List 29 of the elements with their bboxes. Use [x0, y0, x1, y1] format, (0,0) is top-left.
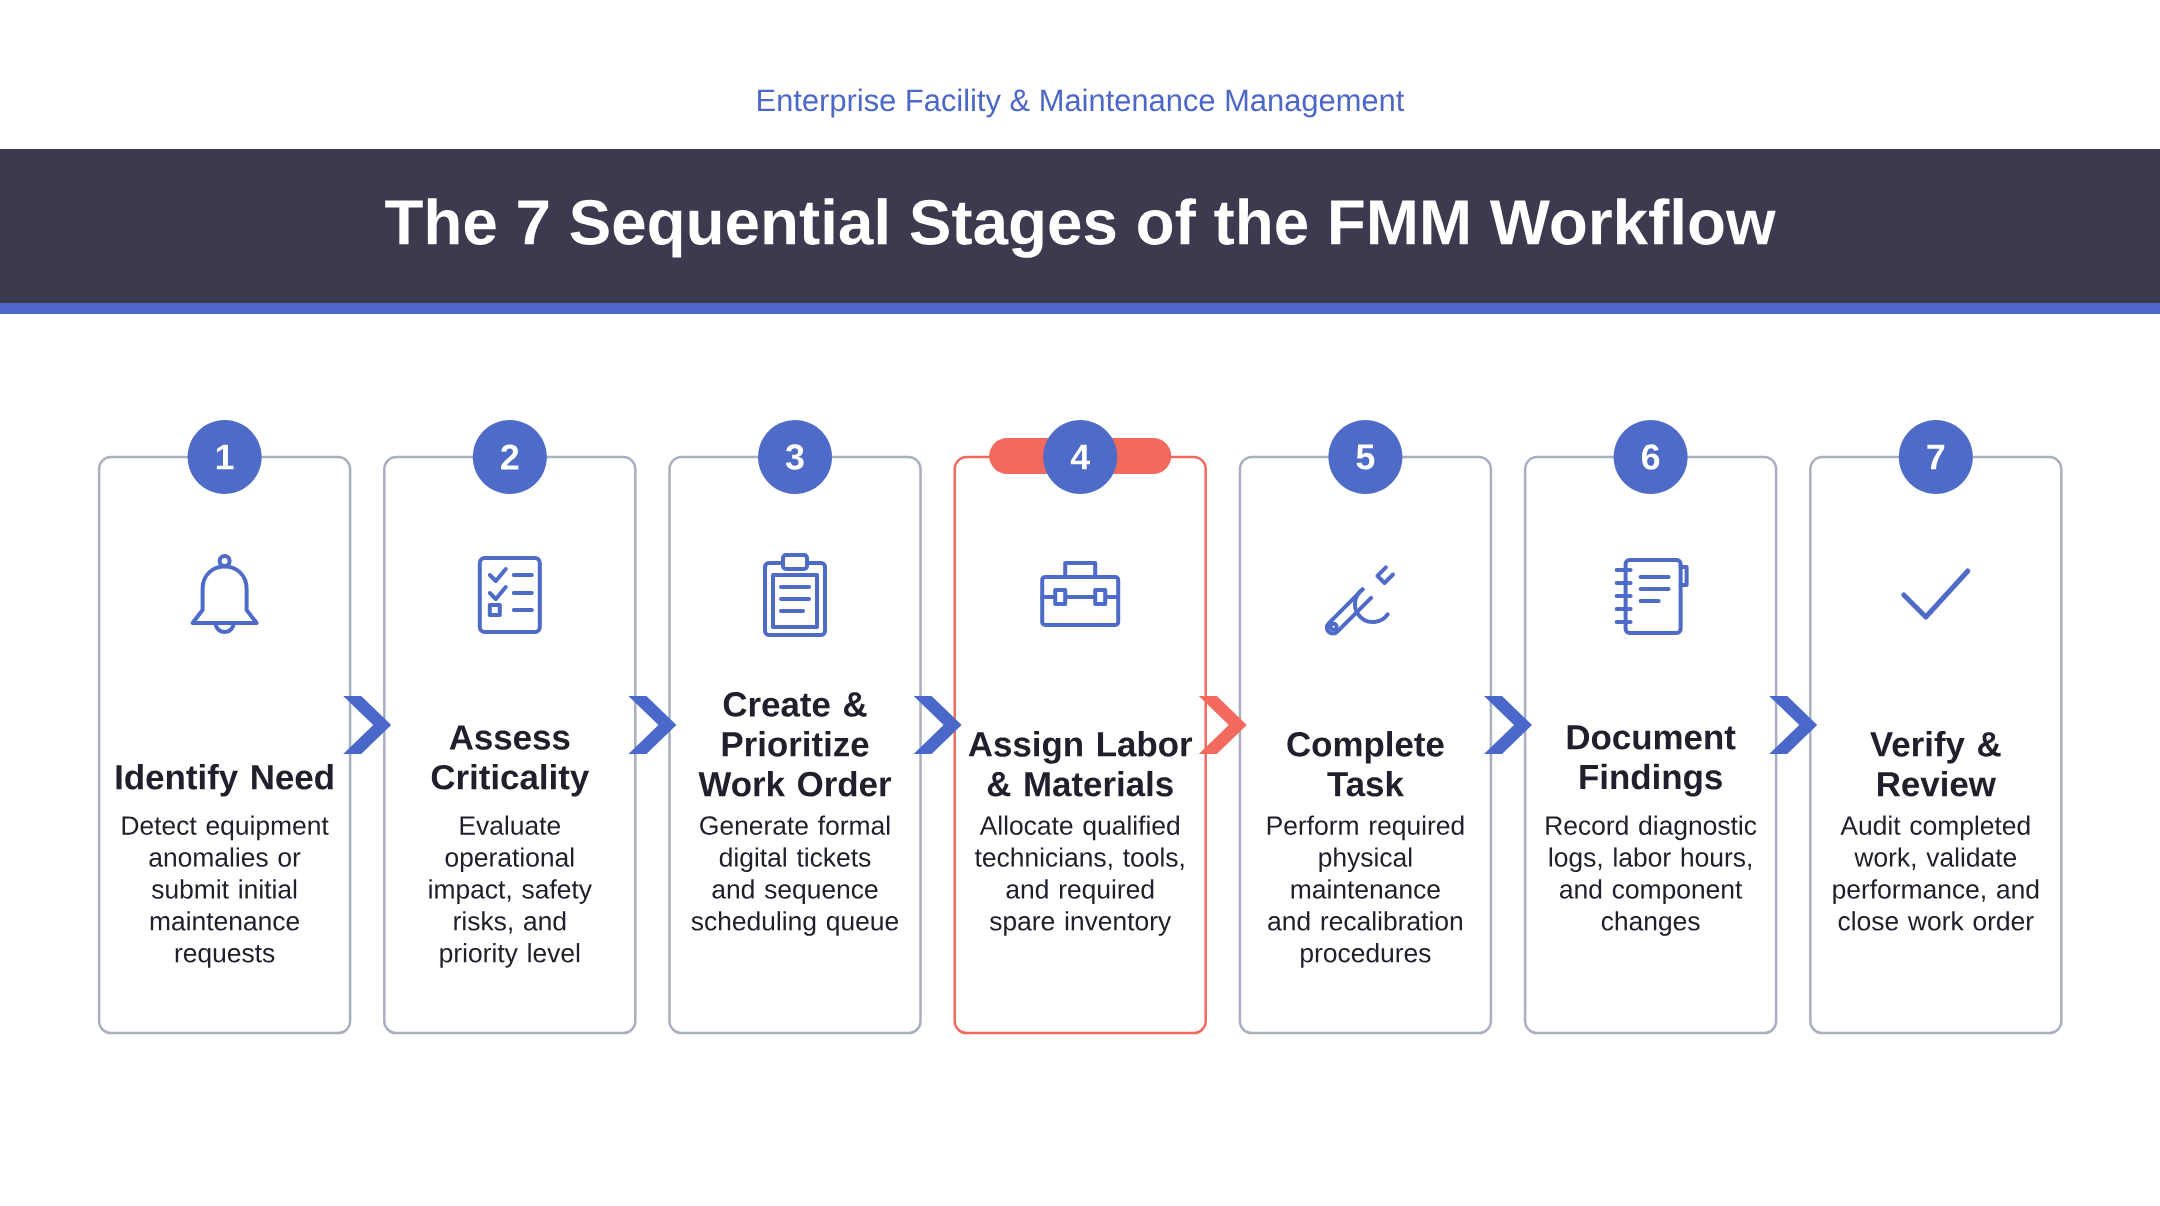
number-badge: 5: [1328, 420, 1403, 494]
step-title: Complete Task: [1287, 731, 1444, 797]
step-title: Create & Prioritize Work Order: [698, 692, 892, 797]
step-description: Perform required physical maintenance and recalibration procedures: [1267, 815, 1464, 968]
subtitle: Enterprise Facility & Maintenance Management: [758, 88, 1405, 118]
step-title: Verify & Review: [1870, 731, 2001, 797]
step-description: Detect equipment anomalies or submit initial maintenance requests: [122, 815, 329, 968]
number-badge: 2: [472, 420, 547, 494]
title-banner: The 7 Sequential Stages of the FMM Workflow: [0, 149, 2160, 314]
step-description: Record diagnostic logs, labor hours, and component changes: [1546, 815, 1757, 936]
number-badge: 4: [1043, 420, 1118, 494]
step-title: Identify Need: [116, 764, 333, 797]
chevron-arrow: [1198, 696, 1247, 754]
step-title: Assign Labor & Materials: [968, 731, 1193, 797]
step-description: Generate formal digital tickets and sequence scheduling queue: [691, 815, 898, 936]
step-description: Allocate qualified technicians, tools, and required spare inventory: [974, 815, 1184, 936]
chevron-arrow: [628, 696, 677, 754]
step-description: Audit completed work, validate performance, and close work order: [1833, 815, 2039, 931]
number-badge: 1: [187, 420, 262, 494]
chevron-arrow: [343, 696, 392, 754]
number-badge: 6: [1613, 420, 1688, 494]
number-badge: 3: [758, 420, 832, 494]
chevron-arrow: [913, 696, 962, 754]
number-badge: 7: [1898, 420, 1973, 494]
step-title: Document Findings: [1567, 725, 1736, 797]
chevron-arrow: [1484, 696, 1532, 754]
chevron-arrow: [1769, 696, 1818, 754]
step-description: Evaluate operational impact, safety risks, and priority level: [429, 815, 592, 968]
step-title: Assess Criticality: [431, 725, 590, 797]
